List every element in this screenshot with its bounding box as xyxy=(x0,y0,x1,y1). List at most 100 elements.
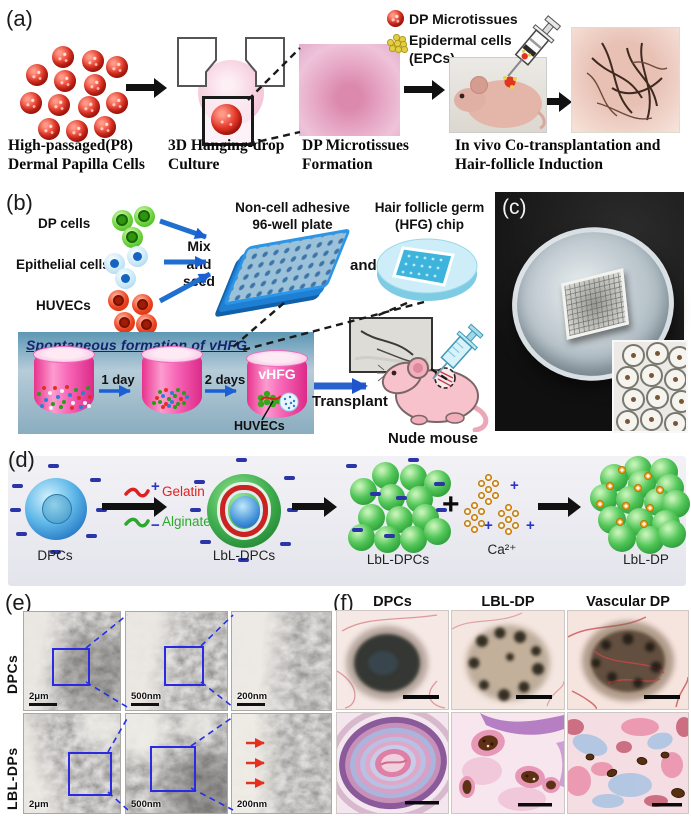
panel-e-tag: (e) xyxy=(5,590,32,615)
tem-image-lbldps-500nm: 500nm xyxy=(125,713,228,814)
microwell-icon xyxy=(640,364,663,387)
aggregating-cells xyxy=(150,388,192,409)
calcium-charge-sign: + xyxy=(526,517,535,534)
dp-microtissue-icon xyxy=(54,70,76,92)
arrow-right-icon xyxy=(292,496,337,517)
scale-label: 200nm xyxy=(237,798,268,810)
calcium-ion-icon xyxy=(492,480,499,487)
aggregating-cell-dot xyxy=(158,390,162,394)
chip-caption: Hair follicle germ (HFG) chip xyxy=(374,200,485,232)
aggregating-cell-dot xyxy=(167,404,171,408)
dp-microtissue-icon xyxy=(82,50,104,72)
panel-d-background xyxy=(8,456,686,586)
negative-charge-icon xyxy=(436,508,447,512)
calcium-charge-sign: + xyxy=(484,517,493,534)
lbl-dpc-sphere-icon xyxy=(658,520,686,548)
negative-charge-icon xyxy=(96,508,107,512)
suspended-cell-dot xyxy=(48,391,52,395)
plate-top-face xyxy=(222,228,352,306)
scale-bar: 2μm xyxy=(29,690,57,706)
lbl-dpc-sphere-icon xyxy=(374,526,401,553)
nude-mouse-illustration xyxy=(377,357,489,432)
calcium-label: Ca²⁺ xyxy=(487,542,517,557)
lbl-dpc-sphere-icon xyxy=(424,518,451,545)
tem-image-dpcs-200nm: 200nm xyxy=(231,611,332,711)
scale-label: 2μm xyxy=(29,690,49,702)
microwell-icon xyxy=(670,390,686,413)
panel-b-tag: (b) xyxy=(6,190,33,215)
lbl-dpcs-label-2: LbL-DPCs xyxy=(366,552,430,567)
calcium-ions-cluster: + + + xyxy=(464,474,540,540)
tem-shading xyxy=(24,714,120,813)
epithelial-cells-icon xyxy=(104,246,156,294)
calcium-charge-sign: + xyxy=(510,477,519,494)
epithelial-cell-icon xyxy=(115,268,136,289)
negative-charge-icon xyxy=(434,482,445,486)
calcium-ion-icon xyxy=(656,486,664,494)
mouse-photo xyxy=(449,57,547,133)
lbl-dp-aggregate xyxy=(588,456,690,554)
calcium-ion-icon xyxy=(512,522,519,529)
suspended-cell-dot xyxy=(77,396,81,400)
microwell-inset-photo xyxy=(612,340,688,433)
culture-caption: 3D Hanging-drop Culture xyxy=(168,137,285,173)
suspended-cell-dot xyxy=(60,389,64,393)
calcium-ion-icon xyxy=(464,520,471,527)
histology-lbl-dp xyxy=(451,712,565,814)
dp-microtissue-icon xyxy=(66,120,88,142)
arrow-right-icon xyxy=(538,496,581,517)
day2-label: 2 days xyxy=(204,372,246,387)
dpc-cell-icon xyxy=(25,478,87,540)
tem-image-lbldps-200nm: 200nm xyxy=(231,713,332,814)
lbl-dpc-sphere-icon xyxy=(608,524,636,552)
suspended-cell-dot xyxy=(59,405,63,409)
scale-bar: 2μm xyxy=(29,799,49,810)
huvec-cell-icon xyxy=(108,290,129,311)
gelatin-charge: + xyxy=(151,478,160,495)
huvec-cell-icon xyxy=(136,314,157,335)
dp-microtissue-icon xyxy=(78,96,100,118)
huvecs-icon xyxy=(108,288,162,338)
negative-charge-icon xyxy=(280,542,291,546)
suspended-cell-dot xyxy=(87,404,91,408)
histology-vascular-dp-graphic xyxy=(568,713,688,813)
dp-cell-icon xyxy=(122,227,143,248)
suspended-cell-dot xyxy=(68,393,72,397)
aggregating-cell-dot xyxy=(161,394,165,398)
calcium-ion-icon xyxy=(634,484,642,492)
aggregating-cell-dot xyxy=(179,397,183,401)
syringe-icon xyxy=(507,15,562,77)
calcium-ion-icon xyxy=(606,482,614,490)
row-lbl-dps-label: LBL-DPs xyxy=(4,747,20,810)
histology-vascular-dp xyxy=(567,712,689,814)
scale-bar: 200nm xyxy=(237,798,268,810)
aggregating-cell-dot xyxy=(173,394,177,398)
aggregating-cell-dot xyxy=(173,405,177,409)
histology-dpcs-graphic xyxy=(337,713,448,813)
zoom-region-box xyxy=(150,746,196,792)
dp-microtissue-icon xyxy=(48,94,70,116)
lbl-dpcs-cluster xyxy=(346,458,452,554)
calcium-ion-icon xyxy=(464,508,471,515)
panel-f-tag: (f) xyxy=(333,590,354,615)
well-plate-illustration xyxy=(220,228,352,306)
dp-microtissue-icon xyxy=(106,92,128,114)
suspended-cell-dot xyxy=(81,391,85,395)
alginate-label: Alginate xyxy=(162,514,211,529)
gelatin-layer-ring xyxy=(220,485,268,537)
vhfg-formation-box: Spontaneous formation of vHFG 1 day 2 da… xyxy=(18,332,314,434)
panel-a-tag: (a) xyxy=(6,6,33,31)
negative-charge-icon xyxy=(346,464,357,468)
calcium-ion-icon xyxy=(616,518,624,526)
microwell-icon xyxy=(664,412,686,431)
aggregating-cell-dot xyxy=(152,401,156,405)
aggregating-cell-dot xyxy=(170,400,174,404)
scale-bar: 500nm xyxy=(131,691,161,706)
vhfg-aggregate-icon xyxy=(257,390,299,412)
legend-epc-label: Epidermal cells (EPCs) xyxy=(409,32,512,66)
suspended-cell-dot xyxy=(70,406,74,410)
calcium-ion-icon xyxy=(505,504,512,511)
row-dpcs-label: DPCs xyxy=(4,654,20,694)
suspended-cell-dot xyxy=(49,406,53,410)
alginate-charge: − xyxy=(151,517,160,534)
